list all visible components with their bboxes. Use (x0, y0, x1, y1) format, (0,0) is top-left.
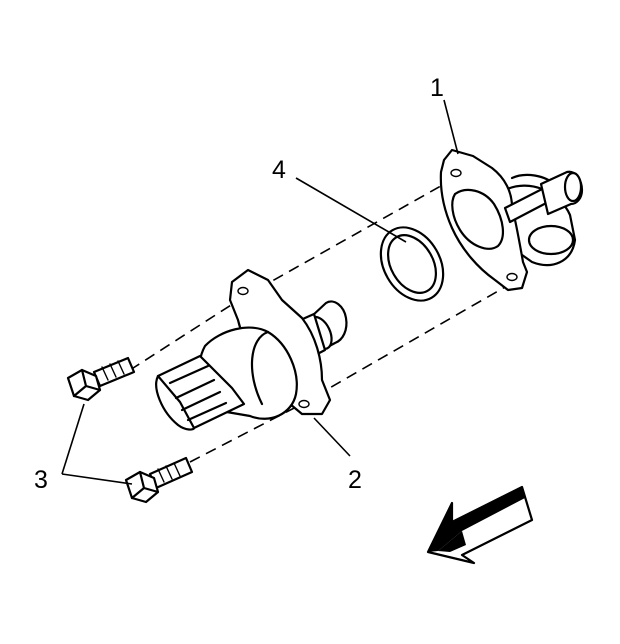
seal-ring (379, 226, 445, 302)
callout-4: 4 (272, 156, 286, 184)
callout-2: 2 (348, 466, 362, 494)
mounting-screw-lower (124, 456, 194, 504)
throttle-body-housing (439, 148, 584, 292)
front-direction-arrow-icon (426, 485, 534, 565)
alignment-lines (129, 177, 513, 463)
callout-1: 1 (430, 74, 444, 102)
iac-valve (155, 268, 348, 431)
callout-3: 3 (34, 466, 48, 494)
callout-leaders (61, 99, 459, 485)
mounting-screw-upper (66, 356, 136, 402)
